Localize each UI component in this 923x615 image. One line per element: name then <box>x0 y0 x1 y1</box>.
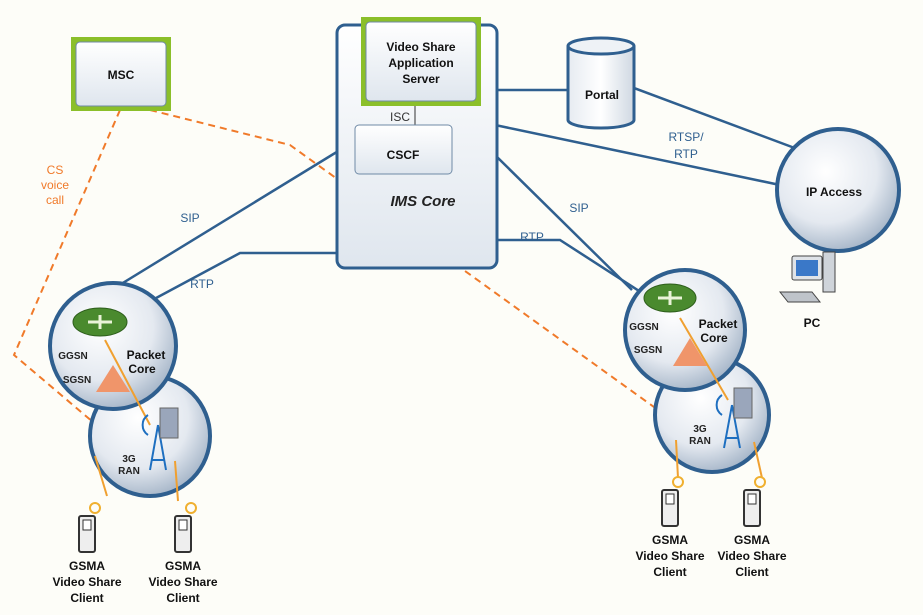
cs-call-label-1: CS <box>47 163 64 177</box>
client-label: Video Share <box>148 575 217 589</box>
vsas-label-2: Application <box>388 56 453 70</box>
client-phone-1: GSMA Video Share Client <box>52 455 122 605</box>
client-phone-4: GSMA Video Share Client <box>717 441 787 579</box>
ran-label-1: 3G <box>693 424 707 435</box>
portal-ip-link <box>633 86 801 152</box>
client-label: GSMA <box>734 533 770 547</box>
cs-call-link-right <box>149 109 673 421</box>
client-phone-2: GSMA Video Share Client <box>148 460 218 605</box>
sgsn-label: SGSN <box>634 345 662 356</box>
client-label: GSMA <box>165 559 201 573</box>
ip-access-label: IP Access <box>806 185 862 199</box>
client-label: Client <box>70 591 103 605</box>
ran-label-1: 3G <box>122 454 136 465</box>
sgsn-icon <box>96 365 130 392</box>
client-label: Video Share <box>52 575 121 589</box>
cs-call-link-left <box>12 109 121 429</box>
sip-label-left: SIP <box>180 211 199 225</box>
client-label: Client <box>653 565 686 579</box>
isc-label: ISC <box>390 110 410 124</box>
clients: GSMA Video Share Client GSMA Video Share… <box>52 439 787 605</box>
client-phone-3: GSMA Video Share Client <box>635 439 705 579</box>
packet-core-label-1: Packet <box>699 317 738 331</box>
rtp-link-right <box>495 238 651 300</box>
client-label: Video Share <box>717 549 786 563</box>
client-label: Client <box>735 565 768 579</box>
rtsp-label-1: RTSP/ <box>668 130 704 144</box>
pc-icon: PC <box>778 251 836 330</box>
rtp-label-left: RTP <box>190 277 214 291</box>
ims-core: Video Share Application Server ISC CSCF … <box>335 17 499 270</box>
ggsn-label: GGSN <box>58 351 87 362</box>
msc-node: MSC <box>71 37 171 111</box>
sip-link-left <box>94 148 341 302</box>
sip-label-right: SIP <box>569 201 588 215</box>
left-network: GGSN SGSN Packet Core 3G RAN <box>48 281 212 498</box>
msc-label: MSC <box>108 68 135 82</box>
cs-call-label-2: voice <box>41 178 69 192</box>
links <box>12 86 801 429</box>
ims-core-label: IMS Core <box>390 193 455 210</box>
rtp-link-left <box>129 251 340 314</box>
portal-label: Portal <box>585 88 619 102</box>
rtsp-label-2: RTP <box>674 147 698 161</box>
sgsn-icon <box>673 338 707 366</box>
packet-core-label-1: Packet <box>127 348 166 362</box>
vsas-label-3: Server <box>402 72 440 86</box>
packet-core-label-2: Core <box>700 331 728 345</box>
pc-label: PC <box>804 316 821 330</box>
client-label: Video Share <box>635 549 704 563</box>
rtsp-link <box>494 123 781 187</box>
ran-label-2: RAN <box>689 436 711 447</box>
right-network: GGSN SGSN Packet Core 3G RAN <box>623 268 771 474</box>
link-labels: SIP RTP SIP RTP RTSP/ RTP CS voice call <box>41 130 704 291</box>
cscf-label: CSCF <box>387 148 420 162</box>
cs-call-label-3: call <box>46 193 64 207</box>
ggsn-label: GGSN <box>629 322 658 333</box>
sip-link-right <box>494 154 633 291</box>
client-label: Client <box>166 591 199 605</box>
client-label: GSMA <box>69 559 105 573</box>
client-label: GSMA <box>652 533 688 547</box>
ip-access-node: IP Access <box>775 127 901 253</box>
ran-label-2: RAN <box>118 466 140 477</box>
packet-core-label-2: Core <box>128 362 156 376</box>
vsas-label-1: Video Share <box>386 40 455 54</box>
sgsn-label: SGSN <box>63 375 91 386</box>
rtp-label-right: RTP <box>520 230 544 244</box>
portal-node: Portal <box>566 36 636 130</box>
